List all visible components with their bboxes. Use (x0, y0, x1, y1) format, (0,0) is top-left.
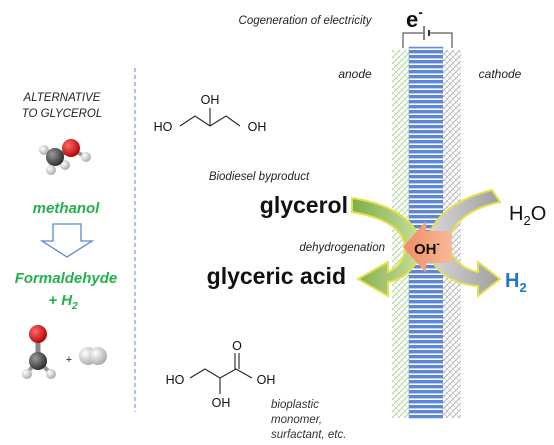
hydrogen-atom (46, 369, 56, 379)
glycerol-structure: OH HO OH (154, 93, 267, 134)
methanol-label: methanol (33, 200, 101, 217)
formaldehyde-label: Formaldehyde (15, 270, 118, 287)
cathode-label: cathode (479, 67, 522, 81)
bioplastic-label-line1: bioplastic (271, 399, 319, 411)
anode-reaction-arrow (351, 196, 422, 298)
bioplastic-label-line2: monomer, (271, 414, 322, 426)
glyceric-oh-right: OH (257, 373, 276, 387)
electrochemical-cell: Cogeneration of electricity e- anode cat… (239, 4, 546, 419)
dehydrogenation-label: dehydrogenation (299, 242, 385, 254)
hydrogen-atom (60, 160, 70, 170)
formaldehyde-h2-label: + H2 (48, 292, 78, 312)
hydrogen-atom (39, 145, 49, 155)
alternative-label-line2: TO GLYCEROL (22, 108, 103, 120)
glycerol-oh-top: OH (201, 93, 220, 107)
glyceric-oh-bottom: OH (212, 396, 231, 410)
hydrogen-molecule (79, 347, 107, 365)
hydrogen-atom (46, 165, 56, 175)
formaldehyde-molecule (22, 325, 56, 379)
left-panel: ALTERNATIVE TO GLYCEROL methanol Formald… (15, 92, 118, 379)
hydroxide-transport-arrow (403, 221, 452, 273)
glycerol-ho-left: HO (154, 120, 173, 134)
glyceric-ho-left: HO (166, 373, 185, 387)
hydrogen-atom (22, 369, 32, 379)
cogeneration-label: Cogeneration of electricity (239, 15, 373, 27)
methanol-molecule (39, 139, 91, 175)
water-label: H2O (509, 203, 546, 228)
alternative-label-line1: ALTERNATIVE (23, 92, 101, 104)
electron-label: e- (406, 4, 423, 32)
hydrogen-atom (81, 152, 91, 162)
biodiesel-byproduct-label: Biodiesel byproduct (209, 171, 310, 183)
hydrogen-label: H2 (505, 270, 527, 295)
down-arrow-icon (39, 223, 95, 258)
bioplastic-label-line3: surfactant, etc. (271, 429, 346, 441)
glycerol-label: glycerol (260, 192, 348, 218)
oxygen-atom (29, 325, 47, 343)
carbon-atom (46, 148, 64, 166)
glyceric-o-top: O (232, 339, 242, 353)
oxygen-atom (62, 139, 80, 157)
hydroxide-label: OH- (414, 239, 440, 258)
carbon-atom (29, 352, 47, 370)
glyceric-acid-label: glyceric acid (207, 263, 346, 289)
glycerol-oh-right: OH (248, 120, 267, 134)
plus-sign: + (66, 354, 72, 366)
glyceric-acid-structure: HO OH OH O (166, 339, 276, 410)
hydrogen-atom (89, 347, 107, 365)
anode-label: anode (338, 67, 372, 81)
